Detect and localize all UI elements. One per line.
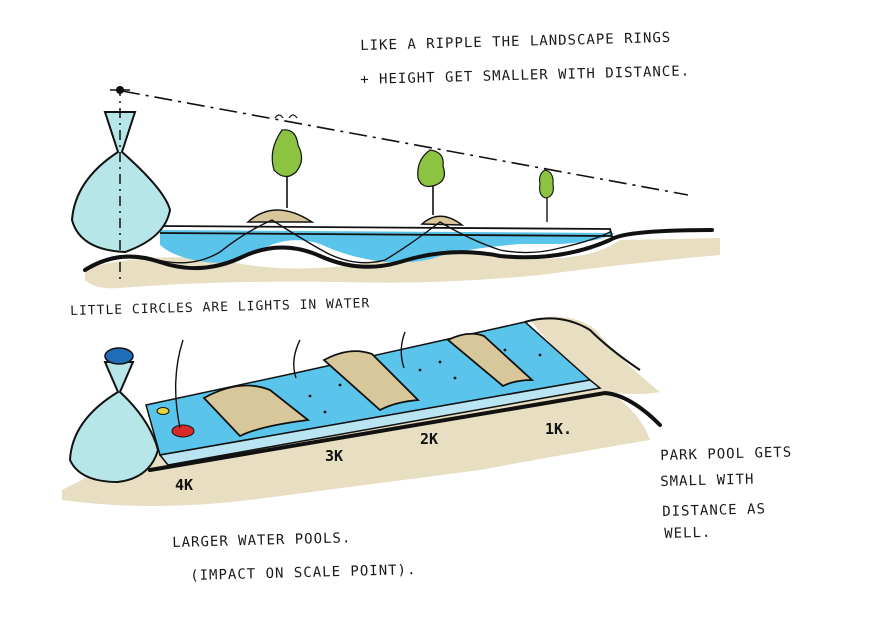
leader-line-1 xyxy=(174,339,184,429)
ground-line-top xyxy=(83,228,714,272)
water-surface-line xyxy=(159,225,614,237)
distance-label-2k: 2K xyxy=(420,430,439,448)
pool-rim xyxy=(158,379,602,466)
distance-label-1k: 1K. xyxy=(545,420,573,438)
sand-mound-2 xyxy=(420,215,465,226)
right-bank xyxy=(530,316,660,394)
sight-line xyxy=(121,90,689,196)
distance-label-3k: 3K xyxy=(325,447,344,465)
water-top xyxy=(160,230,615,263)
ripple-profile-line xyxy=(149,219,611,264)
section-diagram-top xyxy=(70,86,720,289)
annotation-pool-line2: SMALL WITH xyxy=(660,471,755,490)
light-red xyxy=(171,424,195,438)
leader-line-3 xyxy=(400,331,406,369)
tree-large xyxy=(271,114,303,208)
sand-pad-2 xyxy=(322,350,421,412)
annotation-pool-line4: WELL. xyxy=(664,524,712,542)
tower-vessel-bottom xyxy=(68,361,160,484)
tree-small xyxy=(539,169,554,222)
light-yellow xyxy=(156,407,170,415)
sand-pad-1 xyxy=(202,384,311,438)
annotation-pool-line3: DISTANCE AS xyxy=(662,501,767,520)
leader-line-2 xyxy=(293,339,301,379)
tower-vessel-top xyxy=(70,111,172,254)
sand-pad-3 xyxy=(446,332,535,388)
ground-shadow-bottom xyxy=(62,385,650,506)
sand-mound-1 xyxy=(246,209,315,223)
tree-medium xyxy=(417,149,446,215)
perspective-diagram-bottom xyxy=(62,316,662,506)
vessel-cap xyxy=(104,347,134,365)
water-dots xyxy=(308,348,542,414)
distance-label-4k: 4K xyxy=(175,476,194,494)
pool-edge-line xyxy=(148,390,662,472)
